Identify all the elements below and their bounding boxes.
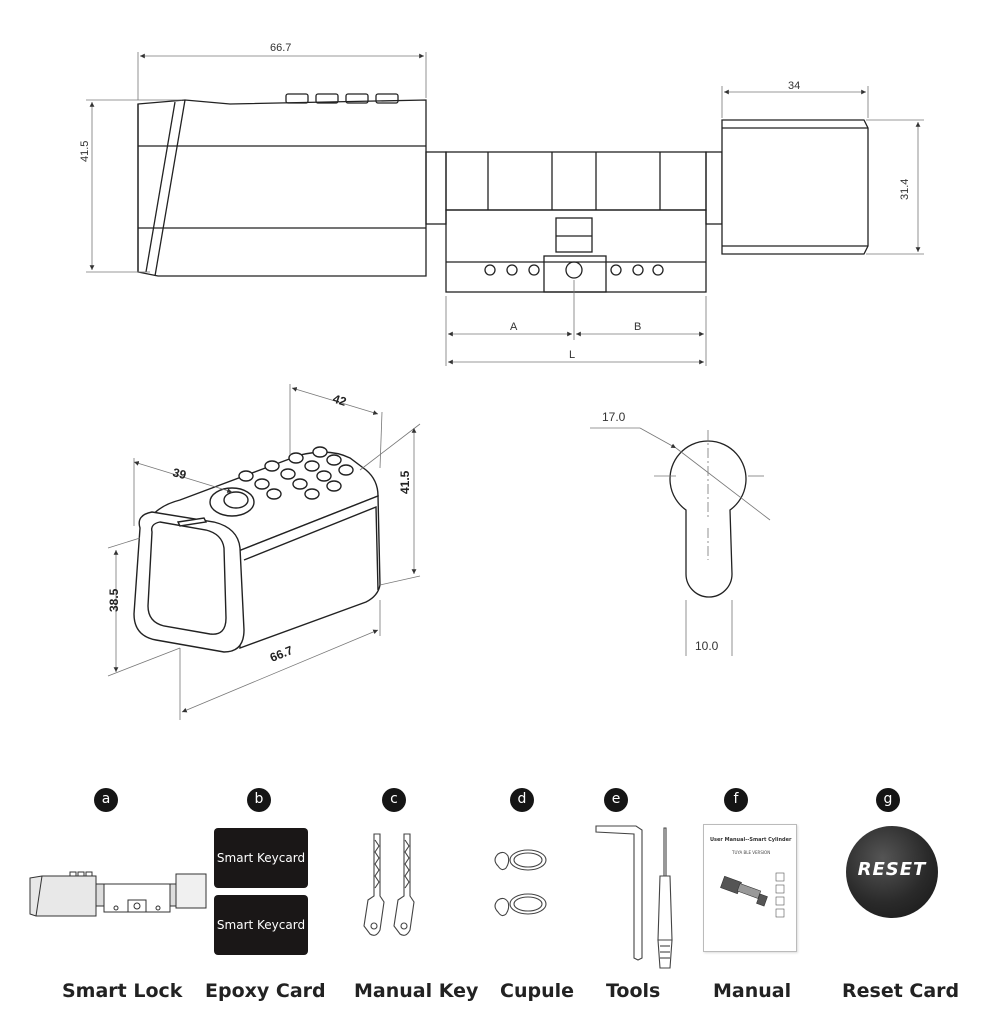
side-view — [137, 93, 869, 293]
profile-dim-diameter: 17.0 — [602, 410, 626, 424]
item-manual: f User Manual--Smart Cylinder TUYA BLE V… — [695, 770, 815, 1034]
dim-b: B — [634, 321, 641, 333]
item-label: Reset Card — [842, 980, 960, 1002]
manual-key-image — [363, 833, 415, 936]
dim-a: A — [510, 321, 518, 333]
item-badge: c — [382, 788, 406, 812]
item-label: Smart Lock — [62, 980, 183, 1002]
iso-dim-height: 41.5 — [398, 470, 412, 494]
smart-keycard-2: Smart Keycard — [214, 895, 308, 955]
dim-body-length: 66.7 — [270, 42, 291, 54]
manual-title: User Manual--Smart Cylinder — [710, 837, 792, 843]
iso-dim-width: 39 — [171, 465, 188, 482]
manual-booklet: User Manual--Smart Cylinder TUYA BLE VER… — [703, 824, 797, 952]
side-view-dimensions — [86, 52, 924, 366]
tools-image — [595, 825, 673, 969]
dim-knob-height: 31.4 — [899, 179, 911, 200]
item-badge: a — [94, 788, 118, 812]
reset-card-disc: RESET — [846, 826, 938, 918]
iso-dim-face-height: 38.5 — [107, 588, 121, 612]
isometric-view — [133, 446, 381, 653]
dim-knob-length: 34 — [788, 80, 800, 92]
manual-illustration — [720, 872, 785, 918]
item-badge: f — [724, 788, 748, 812]
cupule-image — [494, 849, 547, 917]
dim-body-height: 41.5 — [79, 141, 91, 162]
item-label: Tools — [606, 980, 661, 1002]
profile-view — [669, 440, 747, 598]
item-cupule: d Cupule — [490, 770, 595, 1034]
item-manual-key: c Manual Key — [350, 770, 485, 1034]
dim-l: L — [569, 349, 575, 361]
profile-dimensions — [590, 427, 771, 656]
technical-drawing: 66.7 41.5 34 31.4 A B L — [79, 42, 924, 720]
iso-dim-length: 66.7 — [268, 643, 295, 665]
package-contents: a Smart Lock b Smart Keycard Smart Keyca… — [0, 770, 1000, 1034]
smart-lock-image — [29, 871, 207, 917]
item-badge: d — [510, 788, 534, 812]
profile-dim-bottom: 10.0 — [695, 639, 719, 653]
iso-dim-depth: 42 — [331, 392, 348, 410]
manual-subtitle: TUYA BLE VERSION — [732, 850, 771, 855]
item-label: Manual Key — [354, 980, 479, 1002]
smart-keycard-1: Smart Keycard — [214, 828, 308, 888]
item-label: Cupule — [500, 980, 574, 1002]
item-epoxy-card: b Smart Keycard Smart Keycard Epoxy Card — [205, 770, 335, 1034]
reset-card-text: RESET — [857, 859, 927, 880]
item-label: Manual — [713, 980, 792, 1002]
item-label: Epoxy Card — [205, 980, 326, 1002]
item-badge: g — [876, 788, 900, 812]
item-smart-lock: a Smart Lock — [10, 770, 220, 1034]
item-badge: b — [247, 788, 271, 812]
item-reset-card: g RESET Reset Card — [830, 770, 970, 1034]
isometric-dimensions — [107, 384, 421, 720]
item-badge: e — [604, 788, 628, 812]
item-tools: e Tools — [590, 770, 690, 1034]
